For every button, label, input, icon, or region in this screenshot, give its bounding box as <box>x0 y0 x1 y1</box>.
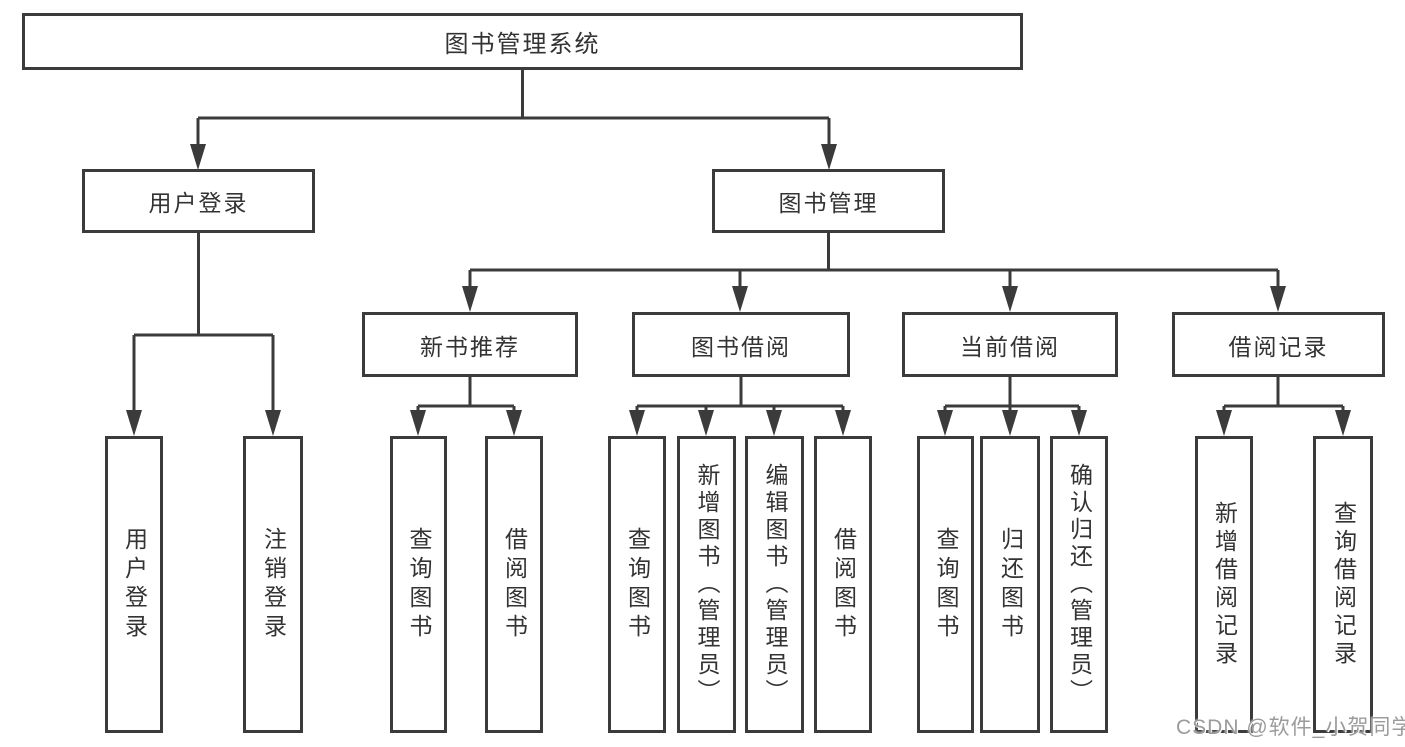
node-user-login-leaf: 用户登录 <box>105 436 163 733</box>
node-user-login: 用户登录 <box>82 169 315 233</box>
node-confirm-return-admin: 确认归还（管理员） <box>1050 436 1108 733</box>
node-current-borrowing: 当前借阅 <box>902 312 1118 377</box>
node-borrowing-records: 借阅记录 <box>1172 312 1385 377</box>
node-library-management-system: 图书管理系统 <box>22 13 1023 70</box>
node-book-management: 图书管理 <box>712 169 945 233</box>
node-new-book-recommendation: 新书推荐 <box>362 312 578 377</box>
node-query-books-current: 查询图书 <box>917 436 974 733</box>
node-book-borrowing: 图书借阅 <box>632 312 850 377</box>
node-add-book-admin: 新增图书（管理员） <box>677 436 736 733</box>
node-logout: 注销登录 <box>243 436 303 733</box>
node-return-books: 归还图书 <box>980 436 1040 733</box>
csdn-watermark: CSDN @软件_小贺同学 <box>1176 716 1405 739</box>
node-edit-book-admin: 编辑图书（管理员） <box>745 436 804 733</box>
node-query-borrow-record: 查询借阅记录 <box>1313 436 1373 733</box>
node-add-borrow-record: 新增借阅记录 <box>1195 436 1253 733</box>
node-query-books-recommend: 查询图书 <box>390 436 447 733</box>
node-borrow-books: 借阅图书 <box>814 436 872 733</box>
node-query-books-borrow: 查询图书 <box>608 436 666 733</box>
node-borrow-books-recommend: 借阅图书 <box>485 436 543 733</box>
